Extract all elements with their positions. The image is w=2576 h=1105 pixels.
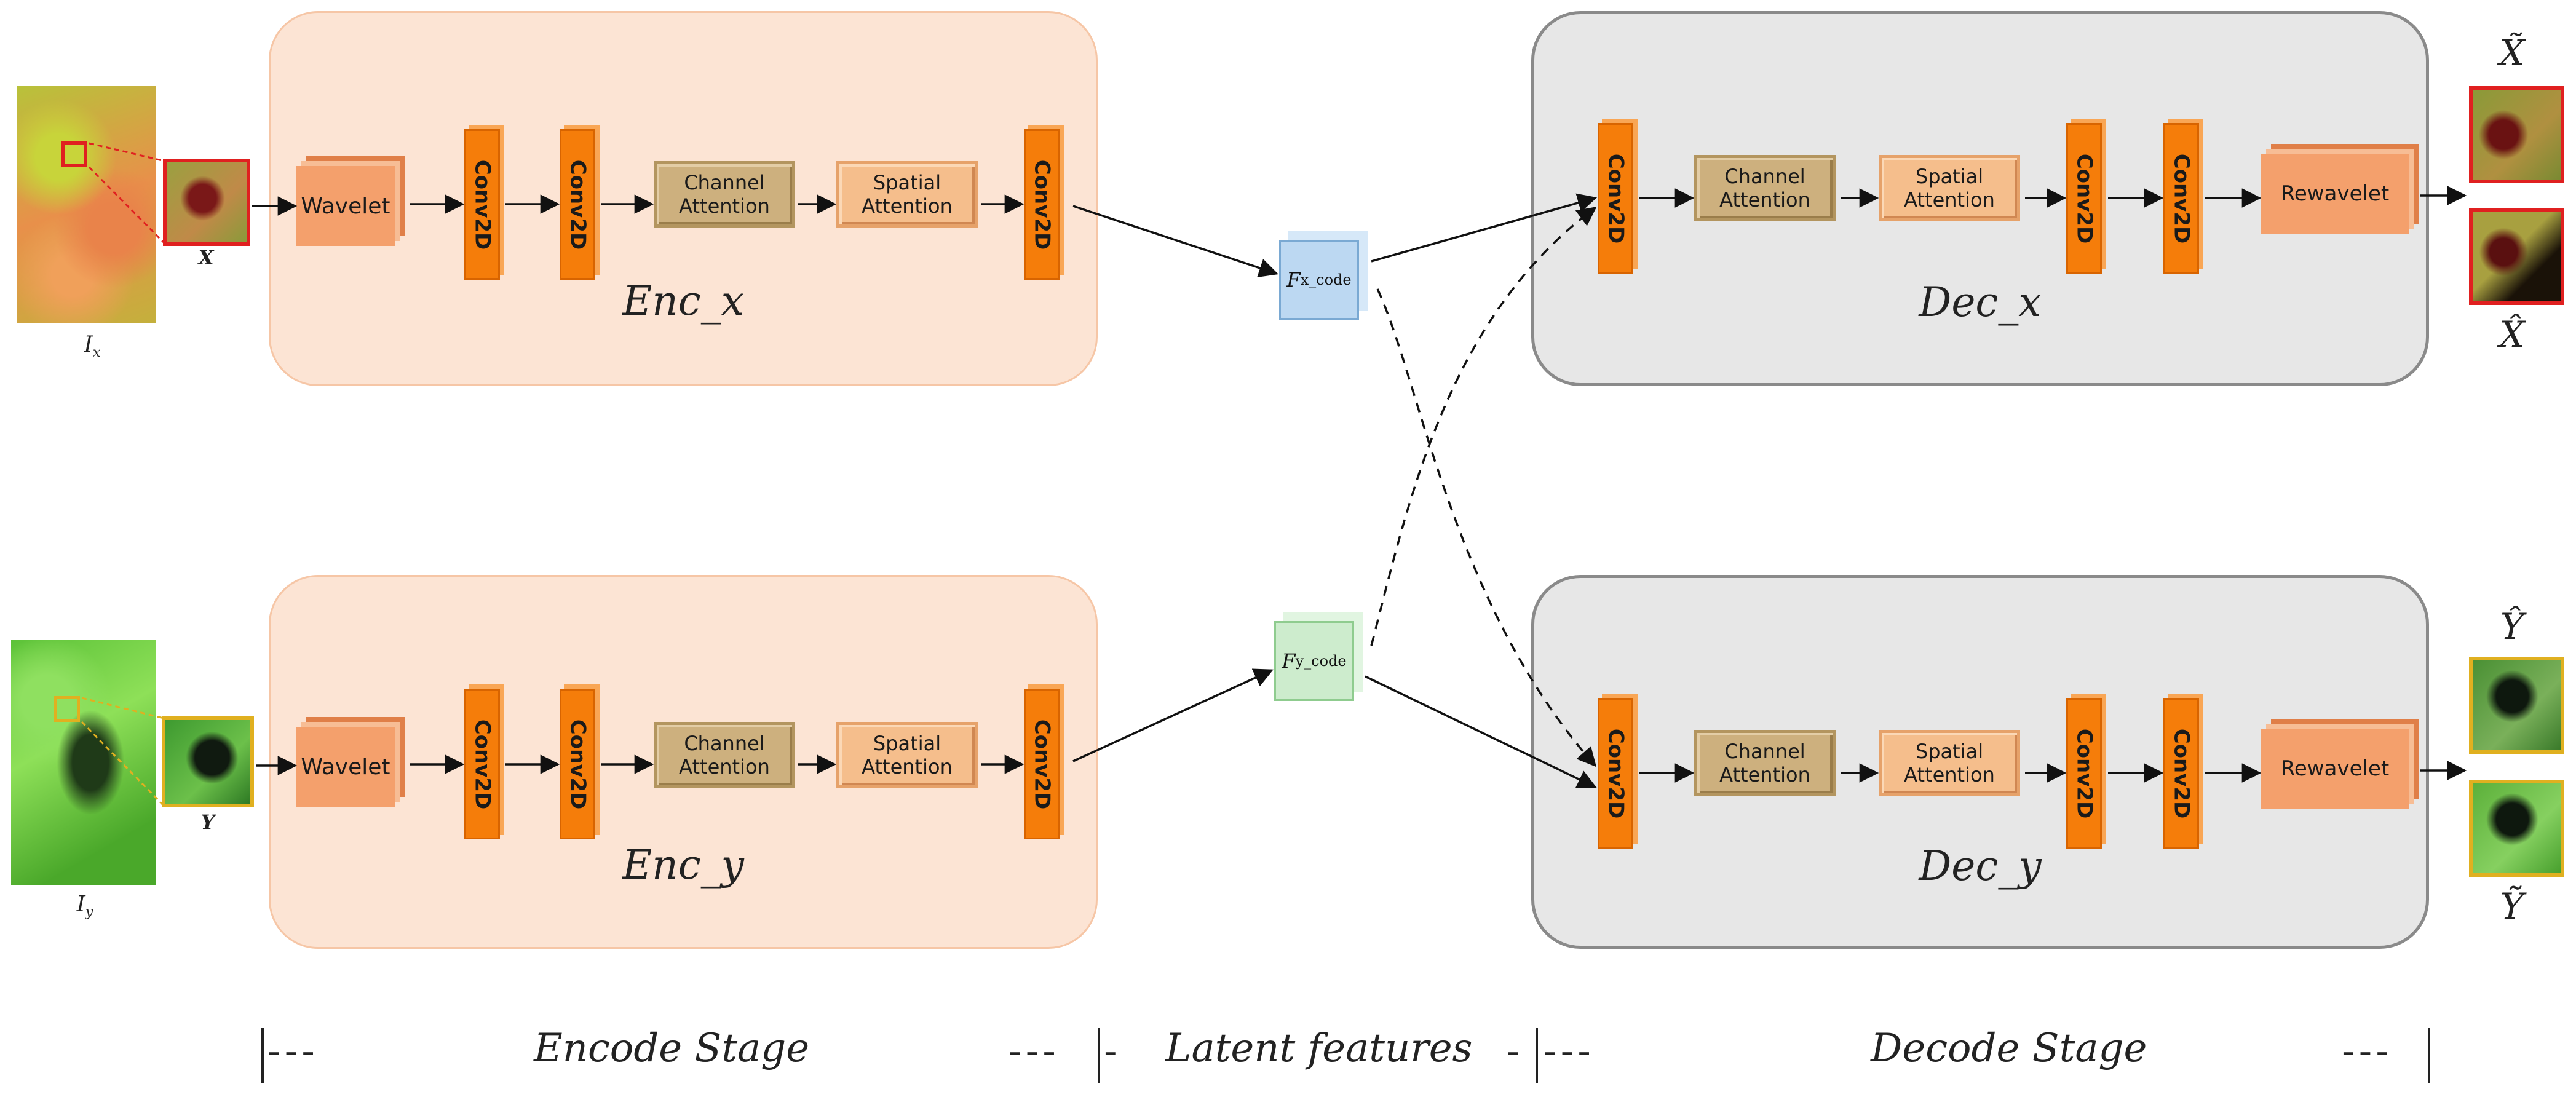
output-x-hat-label: X̂	[2499, 314, 2525, 355]
patch-y	[162, 716, 254, 807]
stage-dash-3: -	[1104, 1030, 1121, 1073]
enc-y-conv2d-1: Conv2D	[464, 689, 500, 839]
input-iy-label: Iy	[76, 892, 93, 921]
output-x-tilde-label: X̃	[2499, 32, 2525, 74]
enc-y-channel-attention: Channel Attention	[654, 722, 795, 788]
latent-fx-main: F	[1286, 268, 1301, 291]
dec-y-spatial-attention: Spatial Attention	[1879, 730, 2020, 796]
dec-y-conv2d-3: Conv2D	[2163, 698, 2199, 849]
iy-highlight-box	[54, 696, 80, 722]
dec-y-rewavelet: Rewavelet	[2261, 729, 2409, 809]
stage-dash-5: ---	[1544, 1030, 1595, 1073]
enc-x-title: Enc_x	[622, 277, 744, 325]
enc-y-title: Enc_y	[622, 841, 744, 889]
stage-tick-end	[2428, 1028, 2430, 1083]
dec-x-rewavelet: Rewavelet	[2261, 154, 2409, 234]
stage-label-latent: Latent features	[1165, 1026, 1473, 1071]
enc-x-conv2d-2: Conv2D	[560, 129, 595, 280]
enc-y-conv2d-3: Conv2D	[1024, 689, 1060, 839]
latent-fx-sub: x_code	[1300, 271, 1352, 288]
enc-y-wavelet: Wavelet	[296, 727, 395, 807]
enc-x-wavelet: Wavelet	[296, 166, 395, 246]
dec-x-conv2d-3: Conv2D	[2163, 123, 2199, 274]
stage-dash-2: ---	[1009, 1030, 1060, 1073]
stage-dash-6: ---	[2342, 1030, 2393, 1073]
input-image-iy	[11, 640, 156, 885]
dec-y-channel-attention: Channel Attention	[1694, 730, 1836, 796]
patch-x	[163, 159, 250, 246]
input-ix-label: Ix	[84, 332, 101, 361]
output-x-tilde	[2469, 86, 2564, 183]
stage-tick-start	[261, 1028, 264, 1083]
enc-x-spatial-attention: Spatial Attention	[836, 161, 978, 228]
stage-dash-1: ---	[268, 1030, 319, 1073]
dec-x-title: Dec_x	[1919, 279, 2042, 326]
ix-highlight-box	[61, 141, 87, 167]
latent-fy-sub: y_code	[1295, 652, 1347, 670]
output-y-hat	[2469, 657, 2564, 754]
stage-tick-latent-end	[1536, 1028, 1538, 1083]
stage-dash-4: -	[1507, 1030, 1524, 1073]
enc-y-conv2d-2: Conv2D	[560, 689, 595, 839]
dec-y-title: Dec_y	[1919, 842, 2042, 890]
dec-y-conv2d-1: Conv2D	[1598, 698, 1633, 849]
dec-x-conv2d-1: Conv2D	[1598, 123, 1633, 274]
input-image-ix	[17, 86, 156, 323]
dec-x-conv2d-2: Conv2D	[2066, 123, 2102, 274]
output-x-hat	[2469, 208, 2564, 305]
patch-y-label: Y	[200, 810, 215, 834]
output-y-tilde	[2469, 780, 2564, 877]
enc-x-channel-attention: Channel Attention	[654, 161, 795, 228]
output-y-hat-label: Ŷ	[2500, 606, 2524, 648]
output-y-tilde-label: Ỹ	[2500, 885, 2524, 927]
patch-x-label: X	[198, 246, 214, 269]
stage-label-decode: Decode Stage	[1871, 1026, 2147, 1071]
stage-label-encode: Encode Stage	[534, 1026, 810, 1071]
enc-y-spatial-attention: Spatial Attention	[836, 722, 978, 788]
enc-x-conv2d-1: Conv2D	[464, 129, 500, 280]
dec-x-channel-attention: Channel Attention	[1694, 155, 1836, 221]
dec-y-conv2d-2: Conv2D	[2066, 698, 2102, 849]
dec-x-spatial-attention: Spatial Attention	[1879, 155, 2020, 221]
enc-x-conv2d-3: Conv2D	[1024, 129, 1060, 280]
latent-fy-main: F	[1282, 649, 1296, 673]
stage-tick-encode-end	[1098, 1028, 1100, 1083]
